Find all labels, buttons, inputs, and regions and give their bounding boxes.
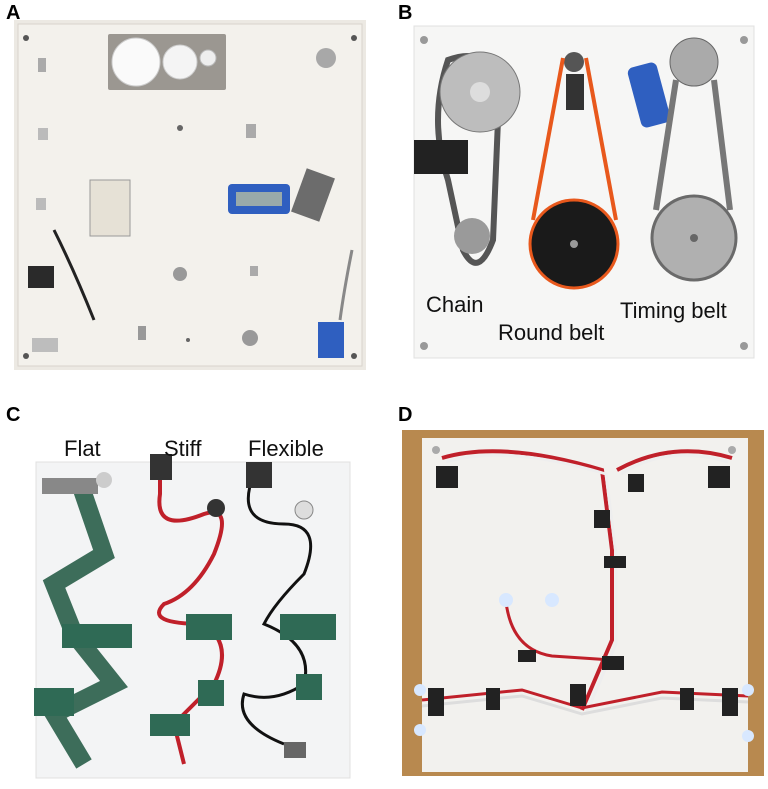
label-stiff: Stiff [164,436,202,461]
panel-letter-d: D [398,404,413,426]
label-flexible: Flexible [248,436,324,461]
photo-d-image [402,430,764,776]
panel-letter-b: B [398,2,413,24]
label-timing-belt: Timing belt [620,298,727,323]
label-round-belt: Round belt [498,320,605,345]
photo-panel-b: Chain Round belt Timing belt [408,20,760,364]
photo-panel-d [402,430,764,776]
photo-a-image [14,20,366,370]
panel-letter-c: C [6,404,21,426]
photo-panel-c: Flat Stiff Flexible [14,424,366,780]
panel-letter-a: A [6,2,21,24]
photo-b-image [408,20,760,364]
label-chain: Chain [426,292,484,317]
photo-panel-a [14,20,366,370]
label-flat: Flat [64,436,101,461]
photo-c-image [14,424,366,780]
